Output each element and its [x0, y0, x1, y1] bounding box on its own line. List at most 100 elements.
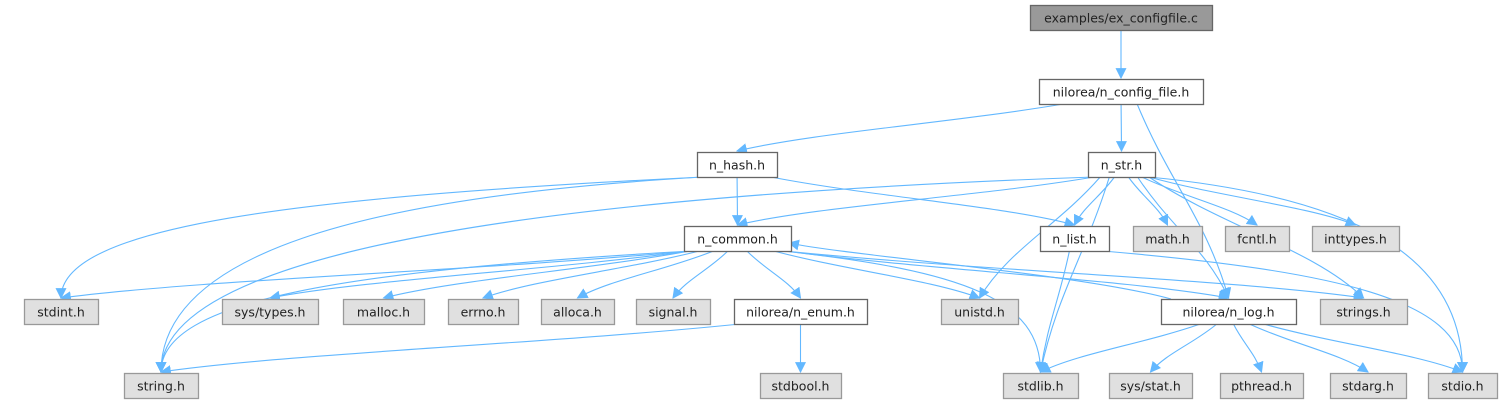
edge-str-to-list: [1074, 176, 1115, 226]
edge-common-to-signal: [672, 250, 729, 299]
node-config[interactable]: nilorea/n_config_file.h: [1038, 78, 1205, 106]
edge-log-to-pthread: [1232, 323, 1264, 374]
edge-common-to-stdint: [59, 250, 691, 303]
node-box: [733, 298, 869, 326]
node-stdarg[interactable]: stdarg.h: [1329, 372, 1408, 400]
edge-common-to-errno: [481, 250, 700, 300]
edge-common-to-systypes: [268, 250, 691, 302]
edge-log-to-stdio: [1263, 323, 1464, 374]
node-label: stdarg.h: [1342, 379, 1394, 394]
node-box: [635, 298, 712, 326]
node-string[interactable]: string.h: [123, 372, 200, 400]
node-pthread[interactable]: pthread.h: [1219, 372, 1305, 400]
node-label: math.h: [1145, 232, 1190, 247]
edge-str-to-fcntl: [1141, 176, 1258, 226]
node-box: [1427, 372, 1499, 400]
edge-config-to-hash: [735, 103, 1064, 155]
node-malloc[interactable]: malloc.h: [342, 298, 426, 326]
node-box: [342, 298, 426, 326]
node-label: inttypes.h: [1324, 232, 1387, 247]
node-signal[interactable]: signal.h: [635, 298, 712, 326]
edge-common-to-enum: [746, 250, 802, 299]
node-stdio[interactable]: stdio.h: [1427, 372, 1499, 400]
node-box: [696, 151, 779, 179]
node-stdbool[interactable]: stdbool.h: [759, 372, 843, 400]
node-str[interactable]: n_str.h: [1087, 151, 1157, 179]
node-label: nilorea/n_config_file.h: [1053, 85, 1190, 100]
node-label: nilorea/n_log.h: [1182, 305, 1274, 320]
node-systypes[interactable]: sys/types.h: [221, 298, 320, 326]
node-box: [123, 372, 200, 400]
node-box: [1160, 298, 1298, 326]
node-label: stdio.h: [1441, 379, 1483, 394]
node-label: unistd.h: [954, 305, 1005, 320]
node-label: fcntl.h: [1237, 232, 1276, 247]
node-box: [1039, 225, 1111, 253]
node-label: n_list.h: [1052, 232, 1096, 247]
node-stdlib[interactable]: stdlib.h: [1002, 372, 1080, 400]
node-inttypes[interactable]: inttypes.h: [1311, 225, 1401, 253]
edge-log-to-stdarg: [1249, 323, 1369, 373]
edge-common-to-unistd: [773, 250, 981, 300]
node-label: stdlib.h: [1017, 379, 1063, 394]
node-box: [1311, 225, 1401, 253]
node-box: [221, 298, 320, 326]
node-strings[interactable]: strings.h: [1319, 298, 1409, 326]
edge-str-to-stdlib: [1037, 176, 1110, 374]
node-label: alloca.h: [553, 305, 602, 320]
node-label: n_str.h: [1101, 158, 1142, 173]
node-enum[interactable]: nilorea/n_enum.h: [733, 298, 869, 326]
node-label: pthread.h: [1231, 379, 1292, 394]
node-box: [23, 298, 100, 326]
edge-log-to-sysstat: [1149, 323, 1218, 373]
edge-hash-to-stdint: [55, 176, 704, 300]
node-label: stdbool.h: [772, 379, 830, 394]
node-sysstat[interactable]: sys/stat.h: [1108, 372, 1194, 400]
node-hash[interactable]: n_hash.h: [696, 151, 779, 179]
node-box: [1319, 298, 1409, 326]
edge-enum-to-string: [159, 323, 741, 377]
edge-str-to-common: [736, 176, 1095, 229]
edge-common-to-strings: [784, 250, 1365, 303]
node-label: stdint.h: [37, 305, 85, 320]
edge-common-to-alloca: [576, 250, 714, 299]
nodes-layer: examples/ex_configfile.c nilorea/n_config…: [23, 4, 1499, 400]
node-label: n_common.h: [697, 232, 778, 247]
node-errno[interactable]: errno.h: [447, 298, 520, 326]
edge-log-to-common: [787, 239, 1172, 300]
node-box: [1329, 372, 1408, 400]
node-box: [447, 298, 520, 326]
node-label: n_hash.h: [709, 158, 765, 173]
node-math[interactable]: math.h: [1132, 225, 1204, 253]
node-stdint[interactable]: stdint.h: [23, 298, 100, 326]
node-label: signal.h: [649, 305, 698, 320]
node-label: sys/types.h: [235, 305, 306, 320]
edge-str-to-string: [155, 176, 1095, 374]
node-box: [1108, 372, 1194, 400]
node-alloca[interactable]: alloca.h: [540, 298, 616, 326]
edge-common-to-string: [155, 250, 691, 374]
node-box: [683, 225, 793, 253]
edge-common-to-log: [784, 250, 1230, 302]
node-common[interactable]: n_common.h: [683, 225, 793, 253]
edge-common-to-malloc: [382, 250, 691, 301]
node-box: [540, 298, 616, 326]
edge-common-to-stdlib: [782, 250, 1046, 374]
node-box: [940, 298, 1020, 326]
node-list[interactable]: n_list.h: [1039, 225, 1111, 253]
node-ex[interactable]: examples/ex_configfile.c: [1029, 4, 1214, 32]
node-box: [1002, 372, 1080, 400]
node-box: [1029, 4, 1214, 32]
node-label: string.h: [137, 379, 185, 394]
node-box: [1219, 372, 1305, 400]
node-fcntl[interactable]: fcntl.h: [1224, 225, 1291, 253]
node-label: malloc.h: [357, 305, 410, 320]
node-label: sys/stat.h: [1120, 379, 1181, 394]
node-label: strings.h: [1336, 305, 1390, 320]
node-unistd[interactable]: unistd.h: [940, 298, 1020, 326]
node-log[interactable]: nilorea/n_log.h: [1160, 298, 1298, 326]
edge-str-to-inttypes: [1148, 176, 1357, 227]
node-box: [1038, 78, 1205, 106]
node-box: [1087, 151, 1157, 179]
